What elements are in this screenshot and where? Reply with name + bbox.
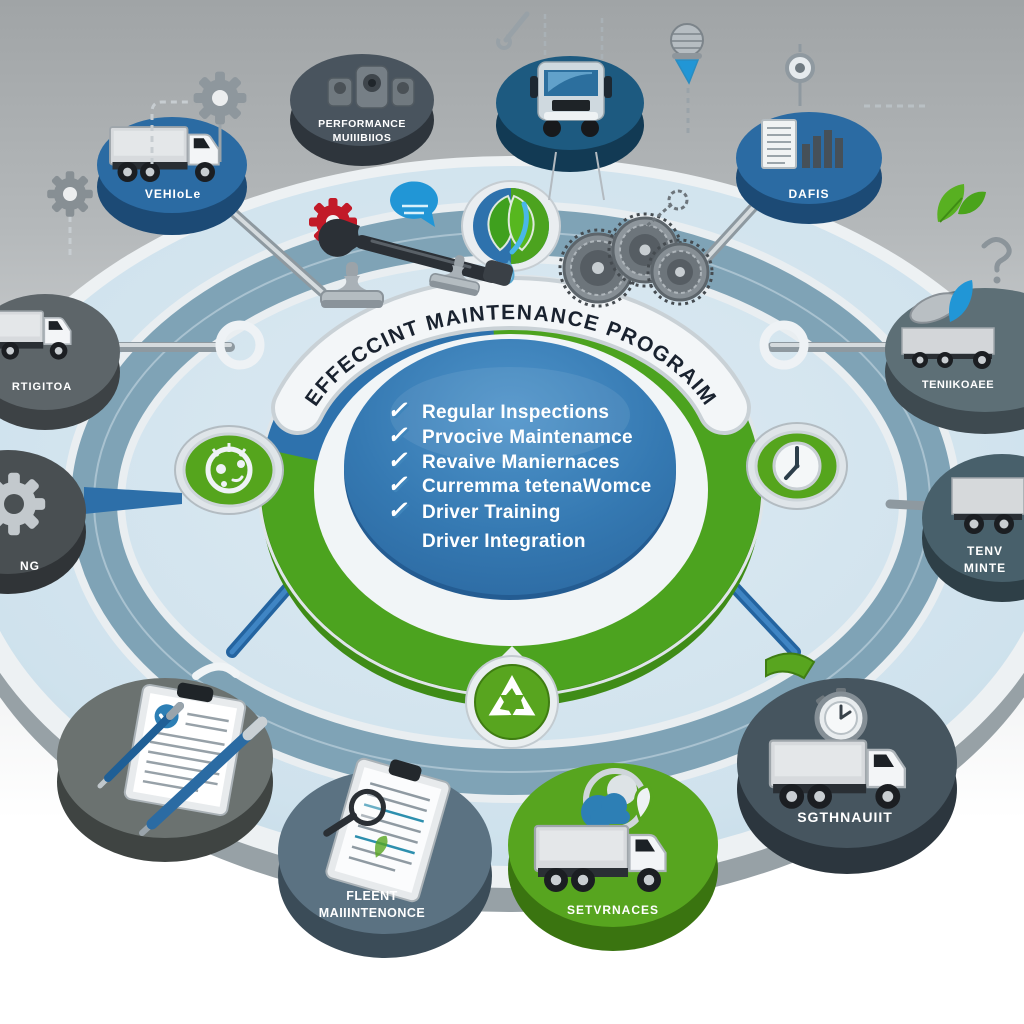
truck-front-icon (530, 61, 612, 137)
checklist-item: ✓ ✓ Revaive Maniernaces (387, 447, 620, 476)
badge-leaf (461, 180, 561, 285)
question-mark-icon (981, 237, 1012, 284)
node-performance: PERFORMANCE MUIIIBIIOS (290, 54, 434, 166)
checklist-label: Regular Inspections (422, 402, 609, 423)
rod-vehicle (220, 200, 327, 297)
node-label: DAFIS (789, 187, 830, 201)
checklist-label: Driver Integration (422, 531, 586, 552)
node-label: TENIIKOAEE (922, 379, 994, 391)
hook-right (759, 320, 809, 370)
check-icon: ✓ (387, 397, 408, 424)
check-icon: ✓ (387, 422, 408, 449)
hub-gloss (390, 367, 630, 463)
node-label: NG (20, 559, 40, 573)
node-training: NG (0, 450, 86, 594)
badge-recycle (465, 646, 559, 749)
check-icon: ✓ (389, 424, 410, 451)
hook-left (215, 320, 265, 370)
node-vehicle: VEHIoLe (97, 117, 247, 235)
check-icon: ✓ (389, 399, 410, 426)
node-label: VEHIoLe (145, 187, 201, 201)
wrench-icon (496, 11, 530, 50)
checklist-label: Driver Training (422, 502, 561, 523)
badge-clock (746, 422, 848, 510)
node-label: PERFORMANCE (318, 118, 406, 130)
decorations (47, 11, 1012, 309)
checklist: ✓ ✓ Regular Inspections ✓ ✓ Prvocive Mai… (387, 397, 652, 552)
pin-icon (785, 44, 815, 106)
node-services: SETVRNACES (508, 763, 718, 951)
node-documents (57, 678, 273, 862)
node-registration: RTIGITOA (0, 294, 120, 430)
node-label: SETVRNACES (567, 903, 659, 917)
checklist-item: Driver Integration (422, 531, 586, 552)
pen-icon (97, 702, 184, 789)
check-icon: ✓ (389, 499, 410, 526)
clipboard-icon (323, 757, 451, 903)
magnifier-icon (323, 788, 386, 837)
disc (0, 450, 86, 574)
node-fleet-maintenance: FLEENT MAIIINTENONCE (278, 757, 492, 958)
check-icon: ✓ (389, 473, 410, 500)
node-label: TENV (967, 544, 1003, 558)
check-icon: ✓ (387, 471, 408, 498)
check-icon: ✓ (389, 449, 410, 476)
pen-icon (139, 716, 268, 836)
stopwatch-icon (814, 688, 868, 745)
rod-blue-left (84, 487, 182, 514)
rod-left (107, 342, 235, 352)
checklist-item: ✓ ✓ Curremma tetenaWomce (387, 471, 652, 500)
curl-documents (192, 662, 240, 680)
leaf-icon (937, 184, 986, 223)
checklist-item: ✓ ✓ Regular Inspections (387, 397, 609, 426)
leaf-icon (634, 784, 654, 823)
node-label: MUIIIBIIOS (333, 132, 392, 144)
node-fleet-right: TENV MINTE (922, 454, 1024, 602)
bar-chart-icon (802, 130, 843, 168)
hub: EFFECCINT MAINTENANCE PROGRAIM ✓ ✓ Regul… (257, 250, 765, 707)
rod-right (767, 342, 907, 352)
node-tech: TENIIKOAEE (885, 280, 1024, 434)
node-label: RTIGITOA (12, 381, 72, 393)
speech-bubble-icon (390, 181, 438, 227)
equipment-icon (327, 65, 415, 109)
checklist-item: ✓ ✓ Driver Training (387, 497, 561, 526)
curl-sustainability (765, 652, 816, 680)
checklist-label: Revaive Maniernaces (422, 452, 620, 473)
node-label: MINTE (964, 561, 1006, 575)
checklist-label: Curremma tetenaWomce (422, 476, 652, 497)
checklist-label: Prvocive Maintenamce (422, 427, 633, 448)
microphone-icon (670, 23, 704, 136)
leaf-icon (375, 835, 388, 858)
dashed-connector (150, 100, 190, 164)
flatbed-truck-icon (901, 280, 995, 369)
badge-gauge (174, 425, 284, 515)
node-data: DAFIS (736, 112, 882, 224)
check-icon: ✓ (387, 447, 408, 474)
node-sustainability: SGTHNAUIIT (737, 678, 957, 874)
wrench-icon (318, 218, 514, 286)
eco-cloud-icon (581, 768, 654, 832)
node-label: SGTHNAUIIT (797, 809, 893, 825)
document-icon (761, 119, 797, 169)
node-label: FLEENT (346, 889, 398, 903)
hub-center (344, 339, 676, 595)
node-truck-front (496, 56, 644, 172)
checklist-item: ✓ ✓ Prvocive Maintenamce (387, 422, 633, 451)
thin-connector (548, 151, 557, 201)
leaf-icon (949, 280, 973, 322)
water-swoosh-icon (509, 201, 529, 255)
gear-cluster-icon (558, 189, 714, 308)
check-icon: ✓ (387, 497, 408, 524)
thin-connector (595, 151, 605, 201)
title-band (275, 280, 747, 431)
node-label: MAIIINTENONCE (319, 906, 426, 920)
truck-icon (951, 477, 1024, 534)
